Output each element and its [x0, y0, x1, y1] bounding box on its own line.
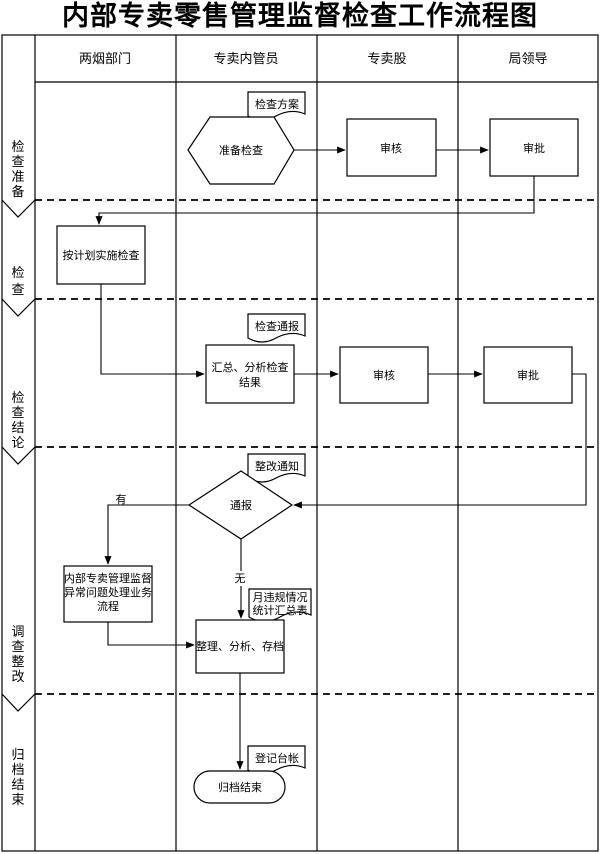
- flow-shapes: 检查方案 准备检查 审核 审批 按计划实施检查 检查通报 汇总、分析检查 结果: [56, 91, 579, 804]
- doc-report-label: 检查通报: [255, 319, 299, 333]
- approve-1-label: 审批: [523, 141, 545, 155]
- prepare-check-label: 准备检查: [219, 143, 263, 157]
- phase-char: 查: [11, 640, 24, 655]
- outer-frame: [1, 34, 599, 852]
- phase-char: 调: [11, 625, 24, 640]
- end-terminator: 归档结束: [193, 770, 286, 804]
- phase-chevron-2: [1, 298, 36, 317]
- phase-chevrons: [1, 199, 36, 712]
- swimlane-grid: [1, 34, 599, 852]
- implement-box: 按计划实施检查: [56, 225, 146, 285]
- approve-1-box: 审批: [489, 118, 579, 177]
- phase-separators: [35, 199, 598, 695]
- phase-label-archive: 归 档 结 束: [11, 748, 24, 808]
- notify-decision-diamond: 通报: [187, 470, 294, 540]
- flow-connectors: [95, 146, 587, 770]
- prepare-check-hexagon: 准备检查: [187, 116, 295, 185]
- page-title: 内部专卖零售管理监督检查工作流程图: [62, 1, 538, 32]
- approve-2-box: 审批: [483, 346, 573, 404]
- exception-flow-line1: 内部专卖管理监督: [64, 571, 152, 585]
- column-header-liangyan: 两烟部门: [79, 52, 131, 67]
- doc-ledger-label: 登记台帐: [255, 751, 299, 765]
- phase-char: 查: [11, 406, 24, 421]
- review-2-box: 审核: [339, 346, 429, 404]
- phase-char: 结: [11, 421, 24, 436]
- column-headers: 两烟部门 专卖内管员 专卖股 局领导: [79, 51, 548, 67]
- phase-char: 结: [11, 778, 24, 793]
- exception-flow-box: 内部专卖管理监督 异常问题处理业务 流程: [63, 565, 153, 623]
- doc-rectify-shape: 整改通知: [247, 453, 306, 483]
- phase-char: 改: [11, 670, 24, 685]
- doc-rectify-label: 整改通知: [255, 459, 299, 473]
- phase-char: 查: [11, 283, 24, 298]
- arrow-exception-to-organize: [107, 622, 195, 649]
- arrow-notify-yes: [104, 504, 189, 565]
- phase-char: 档: [11, 763, 24, 778]
- phase-chevron-1: [1, 199, 36, 218]
- column-header-juldaoling: 局领导: [508, 52, 547, 67]
- doc-plan-shape: 检查方案: [247, 91, 306, 121]
- doc-plan-label: 检查方案: [255, 97, 299, 111]
- phase-char: 整: [11, 655, 24, 670]
- organize-label: 整理、分析、存档: [196, 639, 284, 653]
- review-1-box: 审核: [346, 118, 437, 177]
- phase-char: 论: [11, 436, 24, 451]
- doc-monthly-line1: 月违规情况: [253, 590, 308, 604]
- exception-flow-line3: 流程: [97, 599, 119, 613]
- doc-ledger-shape: 登记台帐: [247, 745, 306, 775]
- phase-char: 归: [11, 748, 24, 763]
- arrow-approve-to-implement: [95, 176, 535, 225]
- organize-box: 整理、分析、存档: [195, 619, 285, 674]
- phase-char: 检: [11, 391, 24, 406]
- implement-label: 按计划实施检查: [63, 248, 140, 262]
- notify-label: 通报: [230, 498, 252, 512]
- phase-label-check: 检 查: [11, 266, 24, 298]
- phase-char: 检: [11, 140, 24, 155]
- phase-chevron-4: [1, 693, 36, 712]
- phase-chevron-3: [1, 446, 36, 465]
- phase-char: 束: [11, 793, 24, 808]
- phase-label-prep: 检 查 准 备: [11, 140, 24, 200]
- edge-labels: 有 无: [116, 492, 247, 586]
- edge-label-no-bg: [233, 571, 247, 586]
- end-label: 归档结束: [218, 780, 262, 794]
- arrow-approve-to-notify: [293, 373, 587, 509]
- edge-label-no: 无: [235, 572, 246, 585]
- phase-label-rectify: 调 查 整 改: [11, 625, 24, 685]
- exception-flow-line2: 异常问题处理业务: [64, 586, 152, 599]
- arrow-implement-to-summary: [100, 284, 205, 378]
- approve-2-label: 审批: [517, 368, 539, 382]
- phase-labels: 检 查 准 备 检 查 检 查 结 论 调 查 整 改 归 档 结 束: [11, 140, 24, 808]
- column-header-neiguanyuan: 专卖内管员: [213, 51, 278, 67]
- doc-monthly-shape: 月违规情况 统计汇总表: [248, 588, 312, 623]
- summary-label-line2: 结果: [239, 376, 261, 389]
- doc-monthly-line2: 统计汇总表: [253, 603, 308, 617]
- review-1-label: 审核: [380, 141, 402, 155]
- review-2-label: 审核: [373, 368, 395, 382]
- phase-label-conclusion: 检 查 结 论: [11, 391, 24, 451]
- phase-char: 准: [11, 170, 24, 185]
- column-header-zhuanmaigu: 专卖股: [367, 52, 406, 67]
- edge-label-yes: 有: [116, 492, 127, 506]
- phase-char: 备: [11, 184, 24, 200]
- phase-char: 查: [11, 155, 24, 170]
- doc-report-shape: 检查通报: [247, 313, 306, 343]
- summary-label-line1: 汇总、分析检查: [212, 360, 289, 374]
- phase-char: 检: [11, 266, 24, 281]
- summary-box: 汇总、分析检查 结果: [205, 344, 295, 404]
